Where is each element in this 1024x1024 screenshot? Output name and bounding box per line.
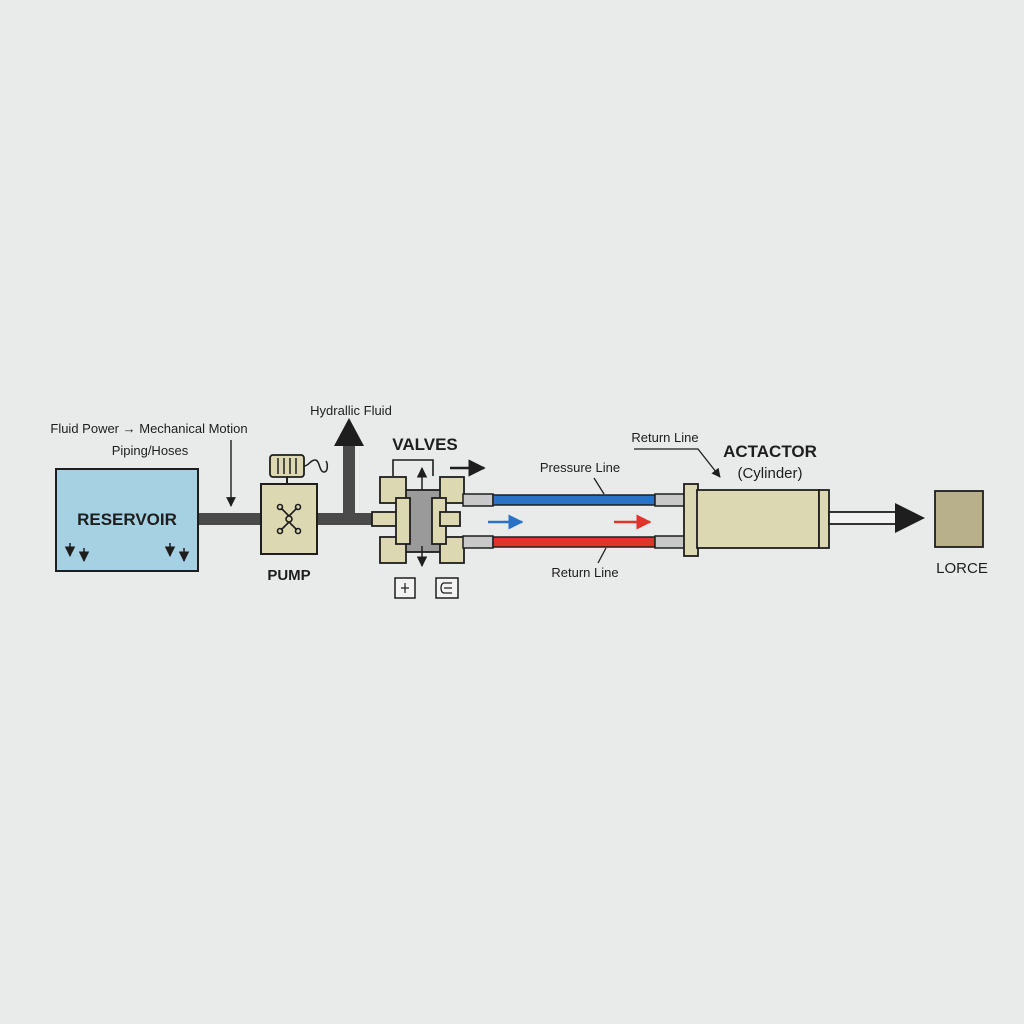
motor-icon xyxy=(269,454,329,484)
force-label: LORCE xyxy=(936,560,988,577)
reservoir: RESERVOIR xyxy=(55,468,199,572)
actuator-sub-label: (Cylinder) xyxy=(737,465,802,482)
piston-rod xyxy=(828,511,900,525)
pump-label: PUMP xyxy=(267,567,310,584)
fluid-power-label: Fluid Power → Mechanical Motion xyxy=(50,421,247,436)
pump: PUMP xyxy=(260,454,329,584)
reservoir-label: RESERVOIR xyxy=(77,510,177,529)
pump-impeller-icon xyxy=(276,503,302,535)
hydraulic-fluid-label: Hydrallic Fluid xyxy=(310,403,392,418)
valves-label: VALVES xyxy=(392,435,458,454)
main-pipe xyxy=(198,418,380,525)
pressure-line-leader xyxy=(593,477,605,495)
return-line-top-leader xyxy=(634,448,721,478)
pressure-line xyxy=(462,493,686,507)
actuator-cylinder: ACTACTOR (Cylinder) xyxy=(683,442,925,557)
hydraulic-fluid-arrow xyxy=(334,418,364,446)
force-block: LORCE xyxy=(934,490,988,577)
force-arrow-head xyxy=(895,503,925,533)
return-line-top-label: Return Line xyxy=(631,430,698,445)
actuator-label: ACTACTOR xyxy=(723,442,817,461)
return-line-bottom-label: Return Line xyxy=(551,565,618,580)
reservoir-down-arrows xyxy=(64,543,190,563)
return-line xyxy=(462,535,686,549)
valve-block: VALVES xyxy=(371,435,486,599)
return-line-bottom-leader xyxy=(597,547,607,564)
check-valve-icon xyxy=(435,577,459,599)
piping-label: Piping/Hoses xyxy=(112,443,189,458)
pressure-line-label: Pressure Line xyxy=(540,460,620,475)
directional-valve-icon xyxy=(394,577,416,599)
